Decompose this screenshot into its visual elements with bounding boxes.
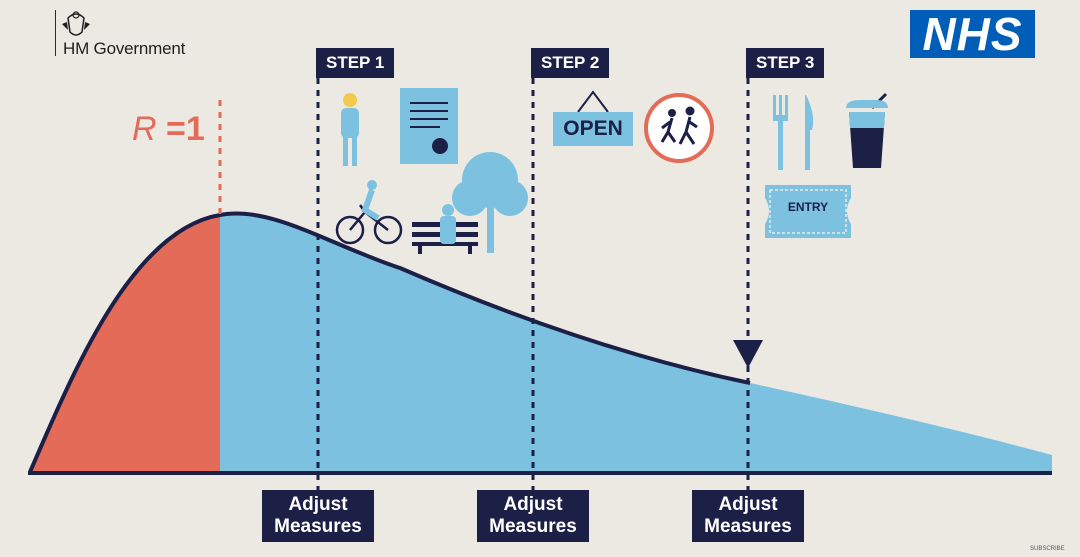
fork-icon [773,95,788,170]
school-children-sign-icon [644,93,714,163]
curve-blue-area [220,213,1052,473]
curve-outline [28,211,751,473]
tree-icon [452,152,528,253]
open-sign-icon [577,90,609,113]
step-1-badge: STEP 1 [316,48,395,78]
knife-icon [805,95,814,170]
drink-cup-icon [846,92,888,168]
certificate-icon [400,88,458,164]
adjust-measures-3: Adjust Measures [692,490,804,542]
park-bench-icon [412,204,478,254]
person-icon [341,93,359,166]
adjust-measures-1: Adjust Measures [262,490,374,542]
entry-ticket-text: ENTRY [787,200,829,214]
curve-red-area [30,215,220,472]
open-sign-text: OPEN [553,112,633,146]
step-3-arrow-icon [733,340,763,368]
hm-government-logo: HM Government [55,10,185,58]
hm-government-text: HM Government [63,39,186,58]
adjust-measures-2: Adjust Measures [477,490,589,542]
royal-crest-icon [62,11,90,36]
step-2-badge: STEP 2 [531,48,610,78]
nhs-logo: NHS [910,10,1035,58]
step-3-badge: STEP 3 [746,48,825,78]
entry-ticket-icon [765,185,851,238]
r-equals-one: =1 [156,110,205,148]
subscribe-label[interactable]: SUBSCRIBE [1030,546,1065,552]
r-threshold-label: R =1 [132,110,205,149]
cyclist-icon [335,180,403,245]
r-symbol: R [132,110,157,148]
